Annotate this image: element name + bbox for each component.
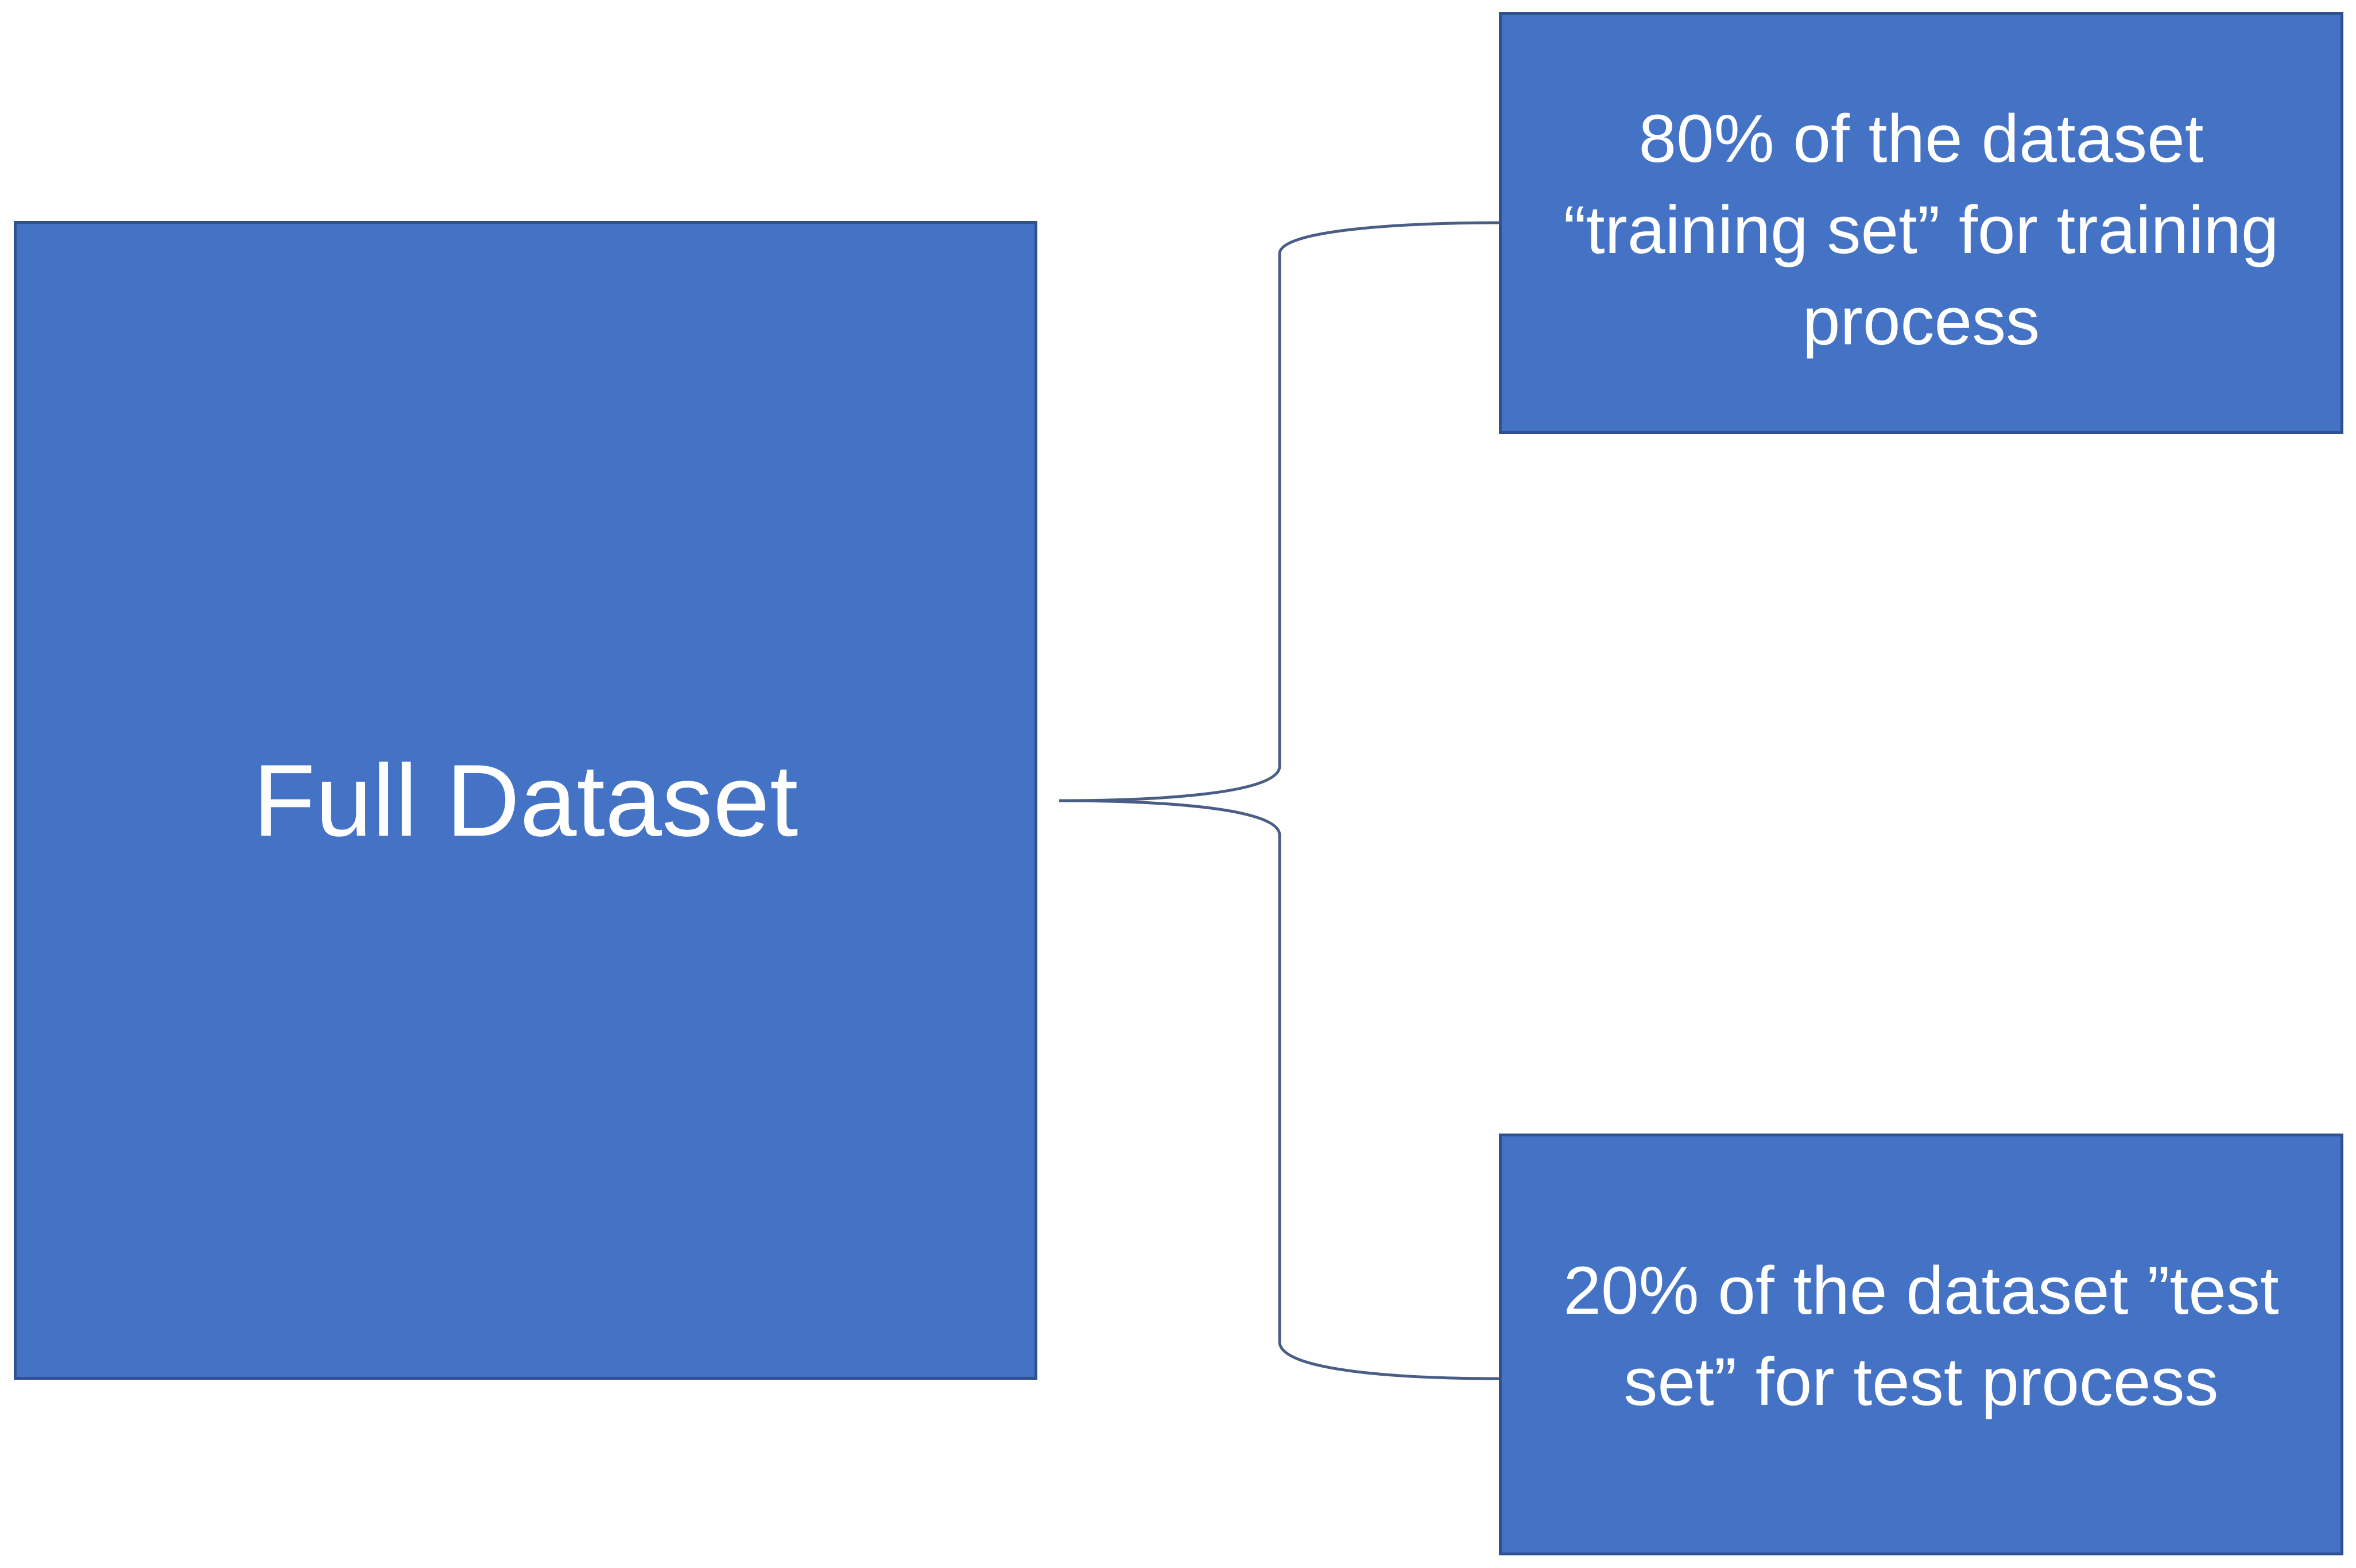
test-set-box: 20% of the dataset ”test set” for test p… [1499,1134,2343,1555]
test-set-label: 20% of the dataset ”test set” for test p… [1563,1253,2279,1420]
full-dataset-label: Full Dataset [253,743,799,857]
full-dataset-box: Full Dataset [14,221,1037,1380]
brace-upper-arm [1059,221,1499,802]
brace-lower-arm [1059,799,1499,1380]
training-set-label: 80% of the dataset “training set” for tr… [1563,101,2279,359]
training-set-box: 80% of the dataset “training set” for tr… [1499,12,2343,434]
